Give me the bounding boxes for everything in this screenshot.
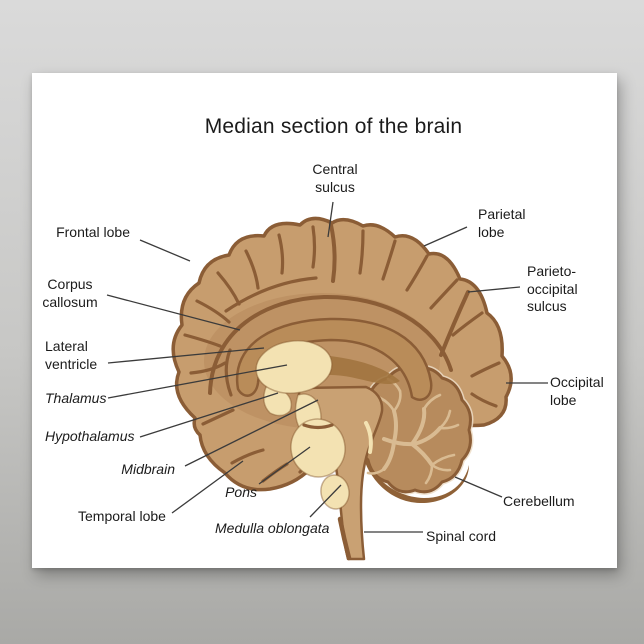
label-thalamus: Thalamus — [45, 390, 107, 406]
leader-medulla-oblongata — [309, 484, 342, 518]
leader-frontal-lobe — [139, 239, 191, 262]
midbrain-pons-divider — [302, 423, 334, 430]
poster-title: Median section of the brain — [204, 115, 463, 138]
leader-central-sulcus — [327, 201, 334, 238]
central-sulcus-line — [329, 223, 337, 283]
label-hypothalamus: Hypothalamus — [45, 428, 135, 444]
leader-thalamus — [107, 364, 288, 399]
label-occipital-lobe: Occipital lobe — [550, 374, 604, 408]
label-central-sulcus: Central sulcus — [312, 161, 358, 195]
brain-illustration — [106, 201, 548, 561]
leader-hypothalamus — [139, 392, 279, 438]
label-spinal-cord: Spinal cord — [426, 528, 497, 544]
leader-lateral-ventricle — [107, 347, 265, 364]
fourth-ventricle-sliver — [364, 421, 373, 454]
leader-temporal-lobe — [171, 460, 244, 514]
brain-poster: Median section of the brain — [32, 73, 617, 568]
cingulate-sulcus-line — [208, 294, 453, 395]
pons-shape — [290, 418, 346, 478]
leader-parieto-occipital-sulcus — [467, 286, 521, 293]
label-frontal-lobe: Frontal lobe — [56, 224, 130, 240]
leader-corpus-callosum — [106, 294, 241, 331]
leader-lines — [106, 201, 548, 533]
label-medulla-oblongata: Medulla oblongata — [215, 520, 330, 536]
cerebellum-group — [356, 365, 474, 504]
thalamus-shape — [255, 340, 333, 394]
label-midbrain: Midbrain — [121, 461, 175, 477]
label-parieto-occipital-sulcus: Parieto-occipital sulcus — [527, 263, 578, 314]
label-pons: Pons — [225, 484, 257, 500]
label-lateral-ventricle: Lateral ventricle — [45, 338, 98, 372]
cerebellum-shadow-crescent — [362, 445, 469, 504]
label-temporal-lobe: Temporal lobe — [78, 508, 166, 524]
spinal-cord-edge — [337, 516, 352, 561]
leader-midbrain — [184, 399, 319, 467]
leader-pons — [258, 446, 311, 485]
deep-structures — [255, 340, 352, 561]
label-parietal-lobe: Parietal lobe — [478, 206, 526, 240]
label-corpus-callosum: Corpus callosum — [42, 276, 98, 310]
leader-parietal-lobe — [423, 226, 468, 247]
arbor-vitae — [366, 377, 460, 485]
label-cerebellum: Cerebellum — [503, 493, 575, 509]
leader-cerebellum — [454, 476, 503, 498]
